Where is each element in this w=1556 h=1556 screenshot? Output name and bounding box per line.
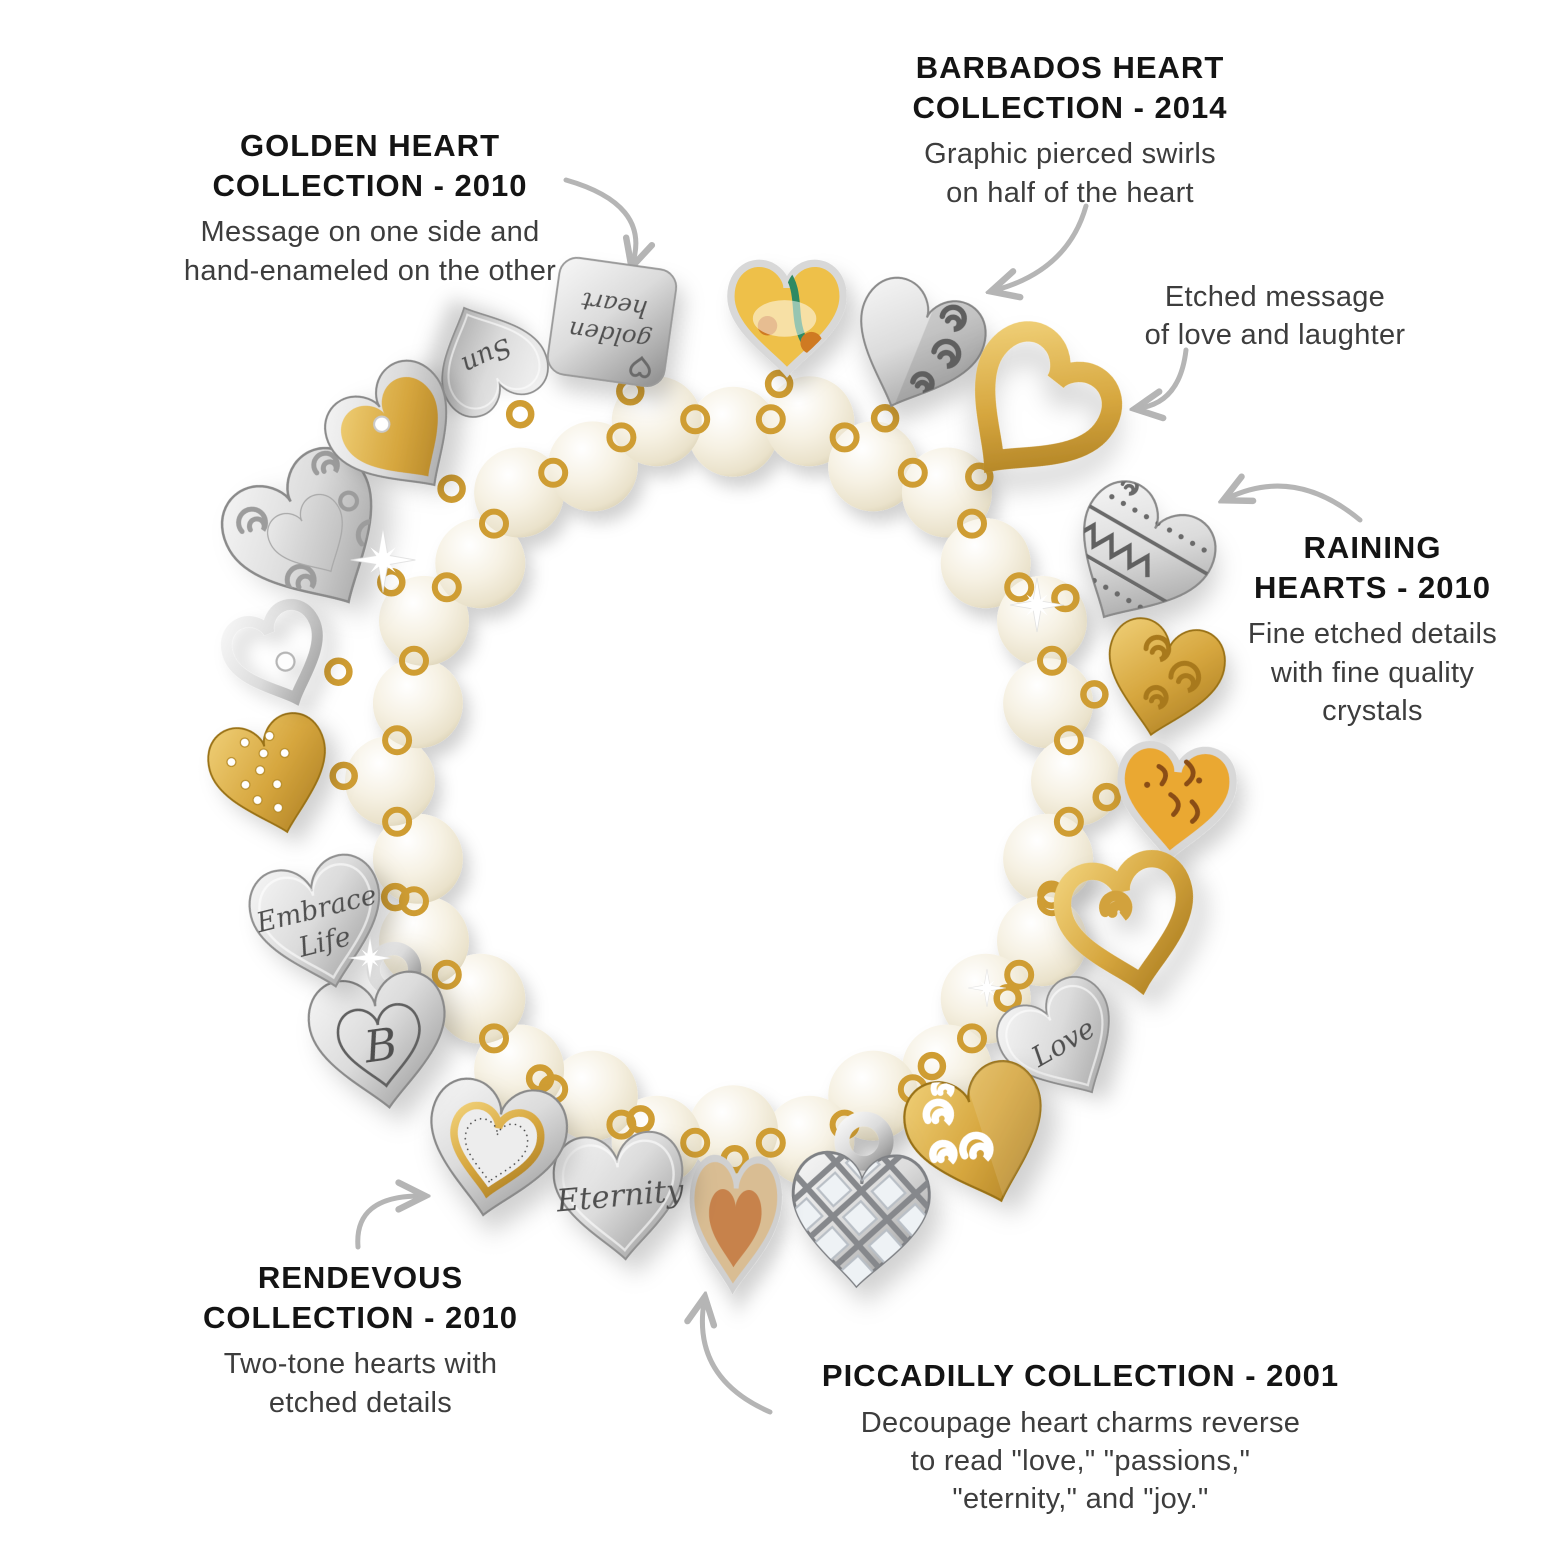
- pearl-bead: [611, 376, 702, 467]
- gold-wire-link: [1037, 645, 1067, 676]
- gold-wire-link: [957, 508, 987, 539]
- callout-arrow-etched-message: [1140, 347, 1189, 408]
- charm-loop-raining-etched-heart: [1051, 583, 1080, 613]
- charm-open-curl-heart: [1053, 850, 1194, 996]
- sparkle-highlights: [348, 527, 1065, 1007]
- charm-two-tone-dotted-heart: [430, 1077, 569, 1217]
- charm-copper-decoupage-heart: [689, 1154, 782, 1295]
- gold-wire-link: [399, 645, 429, 676]
- charm-loop-barbados-swirl-heart: [870, 404, 900, 433]
- sparkle-icon: [350, 527, 416, 593]
- charm-scroll-b-heart: B: [307, 941, 446, 1110]
- gold-wire-link: [606, 422, 637, 453]
- gold-wire-link: [1053, 725, 1084, 756]
- gold-wire-link: [538, 457, 569, 488]
- gold-wire-link: [755, 1127, 786, 1158]
- charm-loop-two-tone-dotted-heart: [525, 1064, 555, 1093]
- pearl-bead: [828, 421, 919, 512]
- sparkle-icon: [1009, 577, 1065, 633]
- charm-loop-gold-crystals-heart: [329, 761, 358, 791]
- sparkle-icon: [968, 969, 1006, 1007]
- charm-decoupage-tulip-heart: [727, 259, 847, 378]
- charm-golden-heart-square: goldenheart: [546, 256, 678, 388]
- gold-wire-link: [897, 457, 928, 488]
- callout-arrow-golden-heart: [563, 177, 636, 262]
- callout-arrows: [355, 177, 1363, 1415]
- charm-loop-decoupage-tulip-heart: [764, 369, 794, 399]
- charm-text-golden-heart-square: goldenheart: [567, 285, 658, 356]
- pearl-bead: [688, 386, 778, 477]
- charm-gold-framed-heart: [324, 359, 448, 487]
- callout-arrow-raining-hearts: [1228, 486, 1363, 523]
- gold-wire-link: [479, 508, 509, 539]
- charm-engraved-floral-heart: [220, 446, 388, 604]
- charm-gold-swirl-heart: [1108, 617, 1226, 737]
- gold-wire-link: [382, 725, 413, 756]
- gold-wire-link: [829, 422, 860, 453]
- charm-gold-crystals-heart: [207, 712, 326, 834]
- gold-wire-link: [431, 959, 462, 990]
- gold-wire-link: [1004, 572, 1035, 603]
- charm-sun-script-heart: Sun: [441, 306, 549, 418]
- charm-loop-etched-open-heart: [965, 462, 994, 492]
- gold-wire-link: [957, 1023, 987, 1054]
- charm-loop-eternity-heart: [626, 1105, 655, 1134]
- callout-arrow-piccadilly: [702, 1302, 773, 1415]
- charm-loop-love-heart: [993, 983, 1022, 1013]
- charm-loop-engraved-floral-heart: [377, 568, 406, 597]
- gold-wire-link: [431, 572, 462, 603]
- gold-wire-link: [1053, 806, 1084, 837]
- charm-loop-gold-swirl-heart: [1080, 680, 1109, 709]
- gold-wire-links: [324, 369, 1121, 1174]
- charm-loop-embrace-life-heart: [380, 882, 410, 912]
- callout-arrow-barbados-heart: [996, 203, 1089, 290]
- gold-wire-link: [680, 404, 711, 435]
- charm-loop-open-crystal-heart: [324, 657, 353, 686]
- gold-wire-link: [1004, 959, 1035, 990]
- charm-loop-sun-script-heart: [505, 399, 535, 429]
- svg-text:B: B: [360, 1019, 400, 1074]
- gold-wire-link: [755, 404, 786, 435]
- gold-wire-link: [680, 1127, 711, 1158]
- pearl-bead: [547, 421, 638, 512]
- charm-raining-etched-heart: [1066, 477, 1217, 631]
- pearl-bead: [345, 736, 435, 826]
- charm-loop-gold-filigree-heart: [917, 1051, 947, 1081]
- charm-embrace-life-heart: EmbraceLife: [248, 853, 381, 988]
- pearl-bead: [547, 1050, 638, 1141]
- gold-wire-link: [382, 806, 413, 837]
- charm-decoupage-swirl-heart: [1117, 740, 1237, 862]
- charm-eternity-heart: Eternity: [552, 1130, 686, 1261]
- charm-love-heart: Love: [996, 975, 1110, 1094]
- charm-loop-gold-framed-heart: [437, 474, 466, 503]
- pearl-bead: [688, 1085, 778, 1176]
- charm-open-crystal-heart: [220, 598, 323, 706]
- callout-arrow-rendevous: [355, 1196, 420, 1250]
- gold-wire-link: [479, 1023, 509, 1054]
- charm-loop-decoupage-swirl-heart: [1092, 782, 1121, 812]
- sparkle-icon: [348, 936, 392, 980]
